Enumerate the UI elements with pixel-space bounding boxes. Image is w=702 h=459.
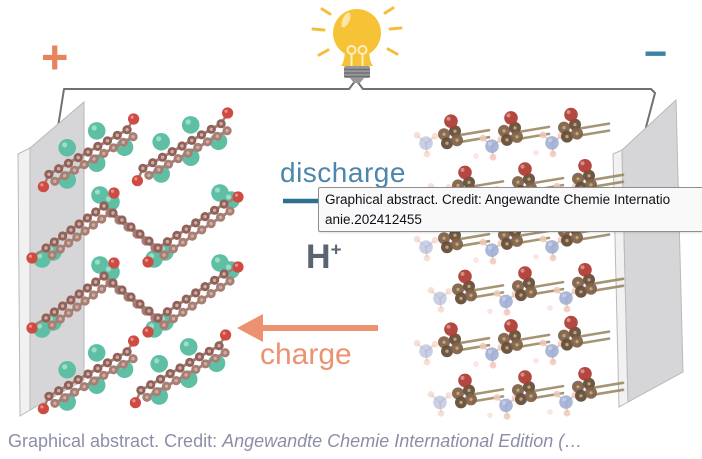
discharge-label: discharge	[280, 157, 406, 188]
tooltip-line1: Graphical abstract. Credit: Angewandte C…	[325, 192, 671, 207]
proton-charge-sign: +	[330, 238, 342, 260]
caption-prefix: Graphical abstract. Credit:	[8, 431, 223, 451]
right-molecules	[413, 107, 625, 420]
proton-label: H+	[306, 240, 341, 274]
left-molecules	[26, 107, 244, 415]
graphical-abstract-figure[interactable]	[0, 0, 702, 420]
light-bulb-icon	[311, 6, 403, 83]
circuit-wire	[57, 79, 656, 132]
charge-arrow	[237, 314, 378, 342]
figure-caption: Graphical abstract. Credit: Angewandte C…	[8, 431, 582, 452]
right-electrode	[612, 98, 684, 408]
negative-terminal-label: −	[644, 32, 668, 76]
caption-source: Angewandte Chemie International Edition …	[222, 431, 583, 451]
charge-label: charge	[260, 338, 352, 371]
tooltip: Graphical abstract. Credit: Angewandte C…	[318, 187, 702, 232]
tooltip-line2: anie.202412455	[325, 211, 422, 227]
proton-symbol: H	[306, 238, 331, 276]
positive-terminal-label: +	[41, 30, 69, 83]
